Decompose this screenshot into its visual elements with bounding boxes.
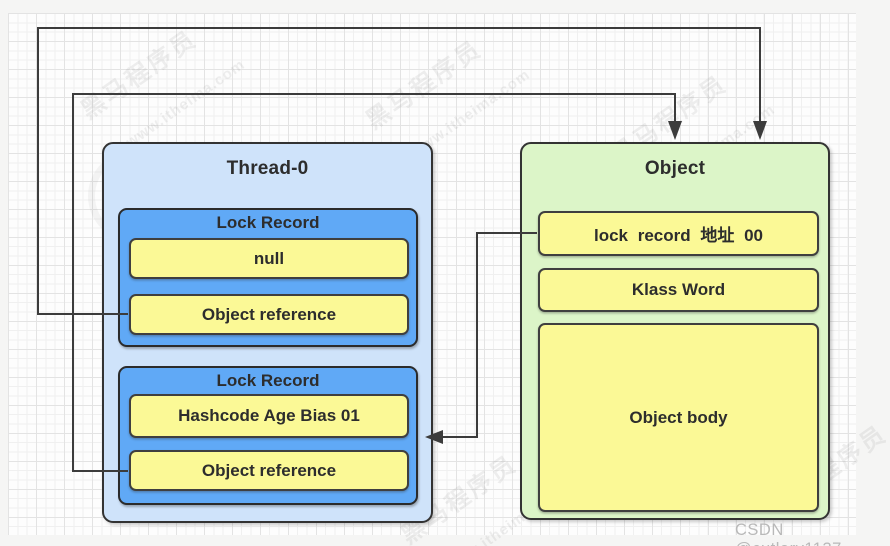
thread-box: Thread-0 Lock Record null Object referen…	[102, 142, 433, 523]
lock-record-1-title: Lock Record	[216, 213, 320, 232]
field-klass-word: Klass Word	[538, 268, 819, 312]
field-object-reference-2: Object reference	[129, 450, 409, 491]
field-lock-record-address: lock record 地址 00	[538, 211, 819, 256]
field-object-reference-1: Object reference	[129, 294, 409, 335]
object-box: Object lock record 地址 00 Klass Word Obje…	[520, 142, 830, 520]
lock-record-2: Lock Record Hashcode Age Bias 01 Object …	[118, 366, 418, 505]
field-null: null	[129, 238, 409, 279]
object-title: Object	[644, 158, 706, 179]
lock-record-2-title: Lock Record	[216, 371, 320, 390]
thread-title: Thread-0	[226, 158, 309, 179]
field-hashcode-age-bias: Hashcode Age Bias 01	[129, 394, 409, 438]
lock-record-1: Lock Record null Object reference	[118, 208, 418, 347]
field-object-body: Object body	[538, 323, 819, 512]
csdn-watermark: CSDN @cutlery1137	[735, 521, 841, 546]
